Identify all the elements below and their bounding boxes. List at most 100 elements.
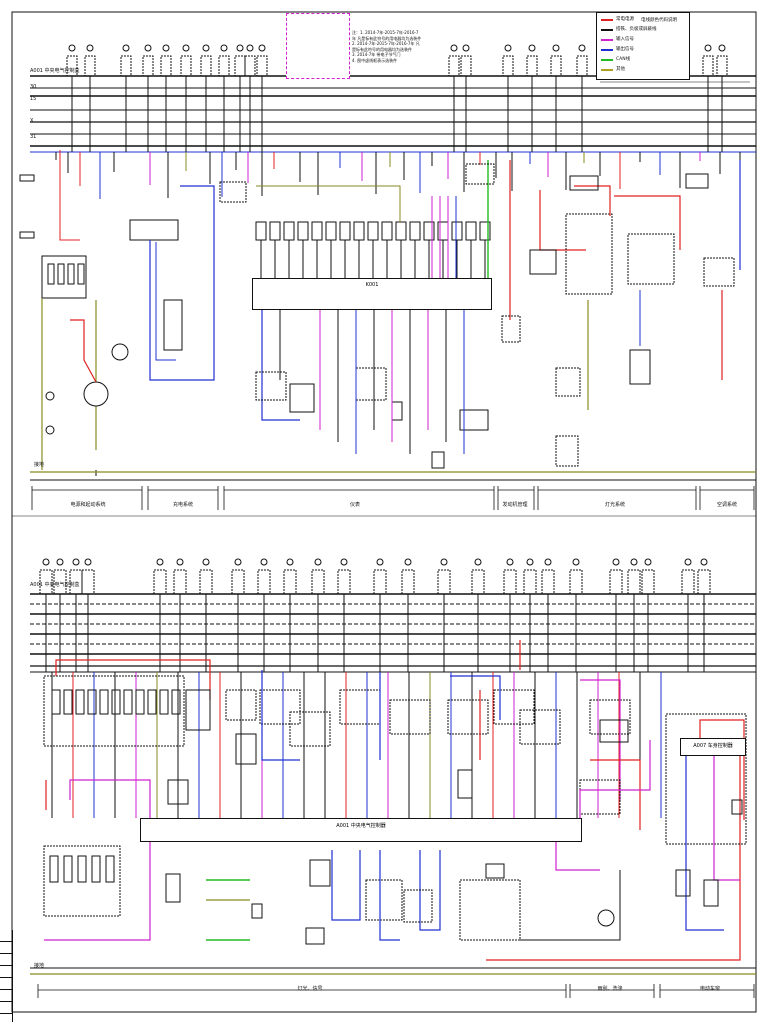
component [627, 569, 641, 595]
component [111, 343, 129, 361]
component [162, 44, 170, 52]
component [255, 221, 267, 241]
component [176, 558, 184, 566]
component [41, 255, 87, 299]
component [185, 689, 211, 731]
component [404, 558, 412, 566]
component [200, 55, 212, 77]
wire [261, 310, 300, 421]
component [289, 383, 315, 413]
wire [520, 870, 621, 941]
wire [579, 740, 651, 820]
component [246, 44, 254, 52]
component [555, 435, 579, 467]
wire [699, 719, 745, 820]
section-label: 雨刮、洗涤 [597, 986, 623, 992]
component [67, 263, 75, 285]
component [297, 221, 309, 241]
legend-swatch [601, 19, 613, 21]
component [409, 221, 421, 241]
component [202, 558, 210, 566]
component [569, 569, 583, 595]
component [153, 569, 167, 595]
section-label: 发动机管理 [502, 502, 528, 508]
component [163, 299, 183, 351]
component [283, 569, 297, 595]
note-line: 3. 2014-7年 带电子节气门 [352, 52, 401, 57]
component [225, 689, 257, 721]
bus-line-label: 15 [30, 96, 37, 102]
component [523, 569, 537, 595]
component [519, 709, 561, 745]
component [465, 163, 495, 185]
component [700, 558, 708, 566]
component [431, 451, 445, 469]
component [627, 233, 675, 285]
component [576, 55, 588, 77]
component [597, 909, 615, 927]
component [552, 44, 560, 52]
component [589, 699, 631, 735]
title-block-cell [0, 930, 12, 942]
component [180, 55, 192, 77]
wire [44, 779, 151, 941]
component [460, 55, 472, 77]
component [457, 769, 473, 799]
component [56, 558, 64, 566]
component [325, 221, 337, 241]
component [630, 558, 638, 566]
component [450, 44, 458, 52]
wire [685, 754, 724, 931]
component [367, 221, 379, 241]
diagram-notes: 注：1. 2014-7年-2015-7年-2016-7年 凡是标有此符号的用电器… [352, 30, 422, 74]
wire [149, 185, 215, 381]
component [311, 569, 325, 595]
component [569, 175, 599, 191]
component [135, 689, 145, 715]
component [99, 689, 109, 715]
wire [379, 850, 400, 941]
component [437, 569, 451, 595]
component [87, 689, 97, 715]
component [231, 569, 245, 595]
component [681, 569, 695, 595]
component [111, 689, 121, 715]
component [401, 569, 415, 595]
component [501, 315, 521, 343]
legend-item: CAN线 [601, 56, 687, 64]
component [105, 855, 115, 883]
component [465, 221, 477, 241]
component [43, 675, 185, 747]
component [641, 569, 655, 595]
component [506, 558, 514, 566]
component [75, 689, 85, 715]
component [68, 44, 76, 52]
component [160, 55, 172, 77]
wire [539, 190, 586, 251]
component [731, 799, 743, 815]
legend-swatch [601, 49, 613, 51]
wire [574, 185, 611, 216]
component [236, 44, 244, 52]
component [704, 44, 712, 52]
component [403, 889, 433, 923]
top-ecu: K001 [252, 278, 492, 310]
component [283, 221, 295, 241]
title-block-cell [0, 1002, 12, 1014]
wire [590, 759, 641, 830]
component [49, 855, 59, 883]
component [311, 221, 323, 241]
component [286, 558, 294, 566]
component [289, 711, 331, 747]
component [47, 263, 55, 285]
fuse-grid [286, 13, 350, 79]
component [258, 44, 266, 52]
component [171, 689, 181, 715]
component [718, 44, 726, 52]
title-block-cell [0, 954, 12, 966]
wire [261, 670, 300, 761]
component [182, 44, 190, 52]
body-controller: A007 车身控制器 [680, 738, 746, 756]
component [309, 859, 331, 887]
